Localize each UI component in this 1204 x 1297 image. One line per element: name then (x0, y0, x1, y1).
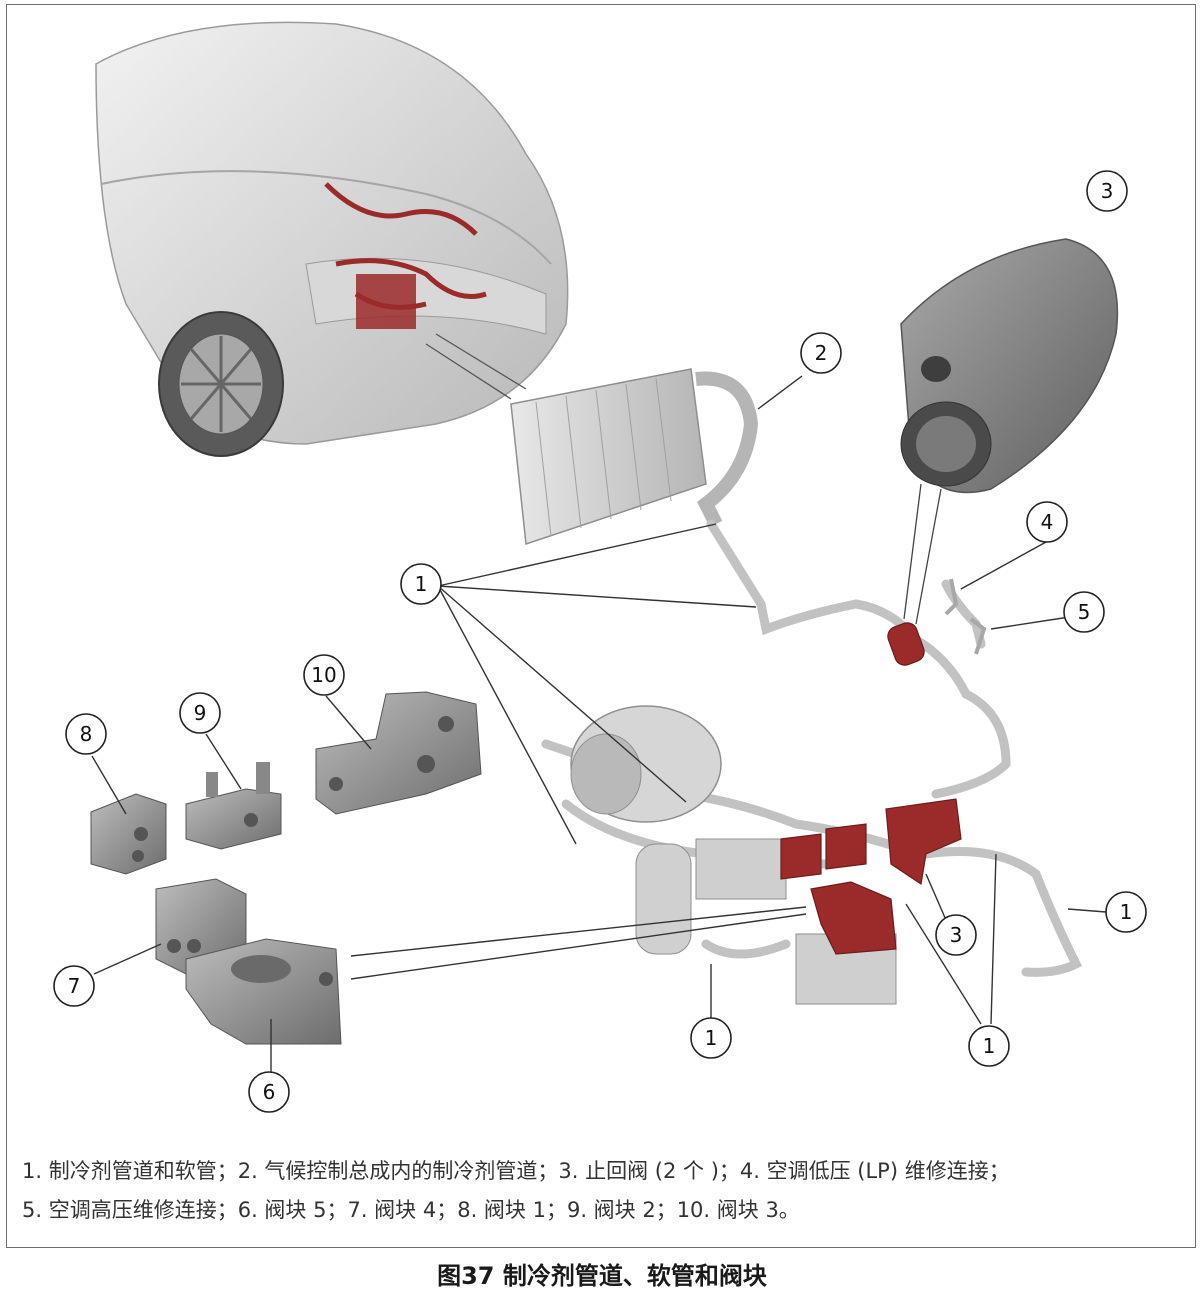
legend-caption: 1. 制冷剂管道和软管；2. 气候控制总成内的制冷剂管道；3. 止回阀 (2 个… (22, 1152, 1190, 1230)
svg-text:6: 6 (263, 1080, 276, 1104)
figure-title: 图37 制冷剂管道、软管和阀块 (437, 1262, 767, 1290)
legend-line-2: 5. 空调高压维修连接；6. 阀块 5；7. 阀块 4；8. 阀块 1；9. 阀… (22, 1198, 800, 1222)
svg-text:1: 1 (705, 1026, 718, 1050)
legend-line-1: 1. 制冷剂管道和软管；2. 气候控制总成内的制冷剂管道；3. 止回阀 (2 个… (22, 1159, 1010, 1183)
valve-blocks-installed (780, 622, 962, 955)
callout-3-b: 3 (935, 914, 977, 956)
svg-text:3: 3 (950, 923, 963, 947)
check-valve-detail (900, 238, 1119, 625)
leader-lines (91, 375, 1107, 1074)
svg-text:1: 1 (983, 1034, 996, 1058)
callout-8: 8 (65, 713, 107, 755)
callout-9: 9 (179, 692, 221, 734)
svg-text:2: 2 (815, 341, 828, 365)
service-connections (944, 578, 987, 655)
callout-5: 5 (1063, 591, 1105, 633)
svg-text:5: 5 (1078, 600, 1091, 624)
svg-text:4: 4 (1041, 510, 1054, 534)
svg-text:1: 1 (1120, 900, 1133, 924)
callout-6: 6 (248, 1071, 290, 1113)
svg-text:1: 1 (415, 572, 428, 596)
evaporator-core (510, 368, 759, 546)
svg-text:7: 7 (68, 974, 81, 998)
car-front (95, 21, 569, 457)
valve-block-5 (185, 938, 342, 1045)
callout-1-a: 1 (400, 563, 442, 605)
callout-7: 7 (53, 965, 95, 1007)
svg-text:10: 10 (311, 663, 336, 687)
svg-text:3: 3 (1101, 179, 1114, 203)
refrigerant-system-illustration: 1 1 1 1 2 3 3 4 5 6 7 8 9 10 (53, 21, 1147, 1113)
callout-1-d: 1 (968, 1025, 1010, 1067)
callout-2: 2 (800, 332, 842, 374)
callout-1-b: 1 (1105, 891, 1147, 933)
callout-3-a: 3 (1086, 170, 1128, 212)
callout-10: 10 (303, 654, 345, 696)
svg-text:9: 9 (194, 701, 207, 725)
valve-block-1 (90, 793, 167, 875)
valve-block-3 (315, 691, 482, 815)
valve-block-2 (185, 762, 282, 850)
svg-text:8: 8 (80, 722, 93, 746)
callout-4: 4 (1026, 501, 1068, 543)
callout-1-c: 1 (690, 1017, 732, 1059)
